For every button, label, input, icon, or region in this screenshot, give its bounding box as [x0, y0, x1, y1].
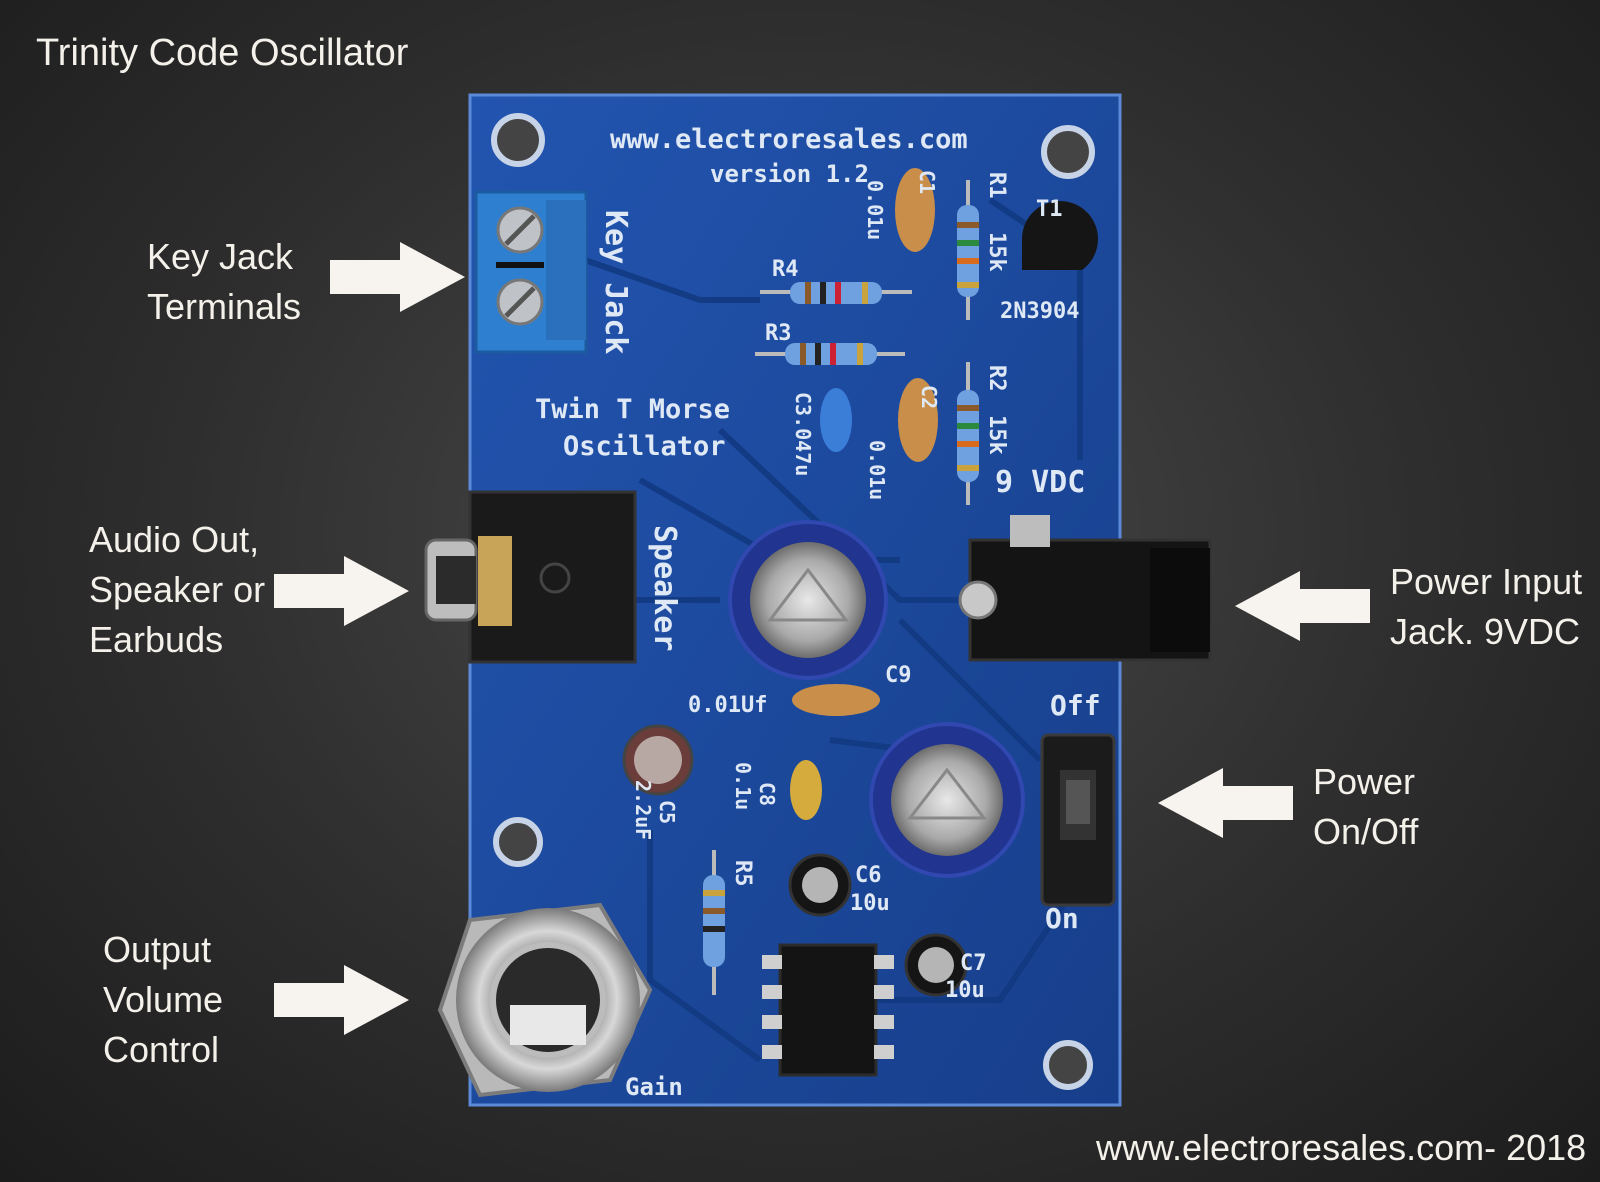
resistor-r2	[957, 362, 979, 505]
silk-voltage: 9 VDC	[995, 465, 1085, 500]
callout-line: Power Input	[1390, 561, 1583, 602]
dc-power-jack	[958, 515, 1212, 662]
arrow-left-icon	[1158, 768, 1293, 838]
arrow-right-icon	[274, 965, 409, 1035]
callout-power-input: Power Input Jack. 9VDC	[1390, 557, 1582, 657]
callout-line: Output	[103, 929, 212, 970]
electrolytic-cap-1	[728, 520, 888, 680]
mounting-holes	[491, 113, 1095, 1090]
terminal-block	[474, 190, 588, 354]
callout-line: Audio Out,	[89, 519, 260, 560]
callout-line: Jack. 9VDC	[1390, 611, 1581, 652]
callout-audio-out: Audio Out, Speaker or Earbuds	[89, 515, 265, 665]
cap-c5	[622, 724, 694, 796]
silk-gain: Gain	[625, 1073, 683, 1101]
silk-r2-val: 15k	[984, 415, 1009, 455]
silk-c7: C7	[960, 951, 987, 976]
cap-c9	[792, 684, 880, 716]
silk-c9-val: 0.01Uf	[688, 693, 767, 718]
audio-jack	[424, 490, 637, 664]
silk-transistor: 2N3904	[1000, 299, 1079, 324]
callout-line: Control	[103, 1029, 220, 1070]
ic-chip	[762, 943, 894, 1077]
arrow-left-icon	[1235, 571, 1370, 641]
silk-c2: C2	[917, 385, 941, 409]
silk-product-line2: Oscillator	[563, 431, 726, 462]
silk-r1: R1	[984, 172, 1009, 199]
silk-c7-val: 10u	[945, 978, 985, 1003]
resistor-r1	[957, 180, 979, 320]
silk-on: On	[1045, 902, 1079, 935]
callout-line: Speaker or	[89, 569, 266, 610]
resistor-r5	[703, 850, 725, 995]
transistor-t1	[1022, 201, 1098, 270]
silk-c2-val: 0.01u	[865, 440, 889, 500]
silk-r5: R5	[730, 860, 755, 887]
cap-c3	[820, 388, 852, 452]
power-switch	[1040, 733, 1116, 907]
silk-c5-val: 2.2uF	[631, 780, 655, 840]
silk-website: www.electroresales.com	[610, 124, 968, 155]
cap-c7	[904, 933, 968, 997]
callout-line: On/Off	[1313, 811, 1419, 852]
resistor-r3	[755, 343, 905, 365]
callout-line: Key Jack	[147, 236, 294, 277]
image-title: Trinity Code Oscillator	[36, 32, 409, 74]
silk-off: Off	[1050, 689, 1101, 722]
cap-c8	[790, 760, 822, 820]
silk-product-line1: Twin T Morse	[535, 394, 730, 425]
silk-c1-val: 0.01u	[863, 180, 887, 240]
silk-c8-val: 0.1u	[731, 762, 755, 810]
silk-c8: C8	[755, 782, 779, 806]
volume-potentiometer	[437, 902, 653, 1098]
silk-t1: T1	[1036, 197, 1063, 222]
callout-power-switch: Power On/Off	[1313, 757, 1418, 857]
silk-key-jack: Key Jack	[598, 210, 633, 355]
silk-r2: R2	[984, 365, 1009, 392]
callout-line: Power	[1313, 761, 1416, 802]
silk-r4: R4	[772, 257, 799, 282]
cap-c1	[895, 168, 935, 252]
callout-line: Volume	[103, 979, 224, 1020]
cap-c2	[898, 378, 938, 462]
silk-c6: C6	[855, 863, 882, 888]
callout-output-volume: Output Volume Control	[103, 925, 223, 1075]
silk-speaker: Speaker	[647, 525, 682, 651]
callout-line: Terminals	[147, 286, 302, 327]
arrow-right-icon	[274, 556, 409, 626]
silk-r1-val: 15k	[984, 232, 1009, 272]
silk-c3: C3.047u	[791, 392, 815, 476]
silk-c6-val: 10u	[850, 891, 890, 916]
silk-c1: C1	[915, 170, 939, 194]
electrolytic-cap-2	[869, 722, 1025, 878]
arrow-right-icon	[330, 242, 465, 312]
cap-c6	[788, 853, 852, 917]
callout-key-jack: Key Jack Terminals	[147, 232, 301, 332]
callout-line: Earbuds	[89, 619, 224, 660]
silk-c5: C5	[655, 800, 679, 824]
silk-r3: R3	[765, 321, 792, 346]
footer-website: www.electroresales.com- 2018	[1096, 1127, 1587, 1168]
silk-version: version 1.2	[710, 160, 869, 188]
silk-c9: C9	[885, 663, 912, 688]
resistor-r4	[760, 282, 912, 304]
